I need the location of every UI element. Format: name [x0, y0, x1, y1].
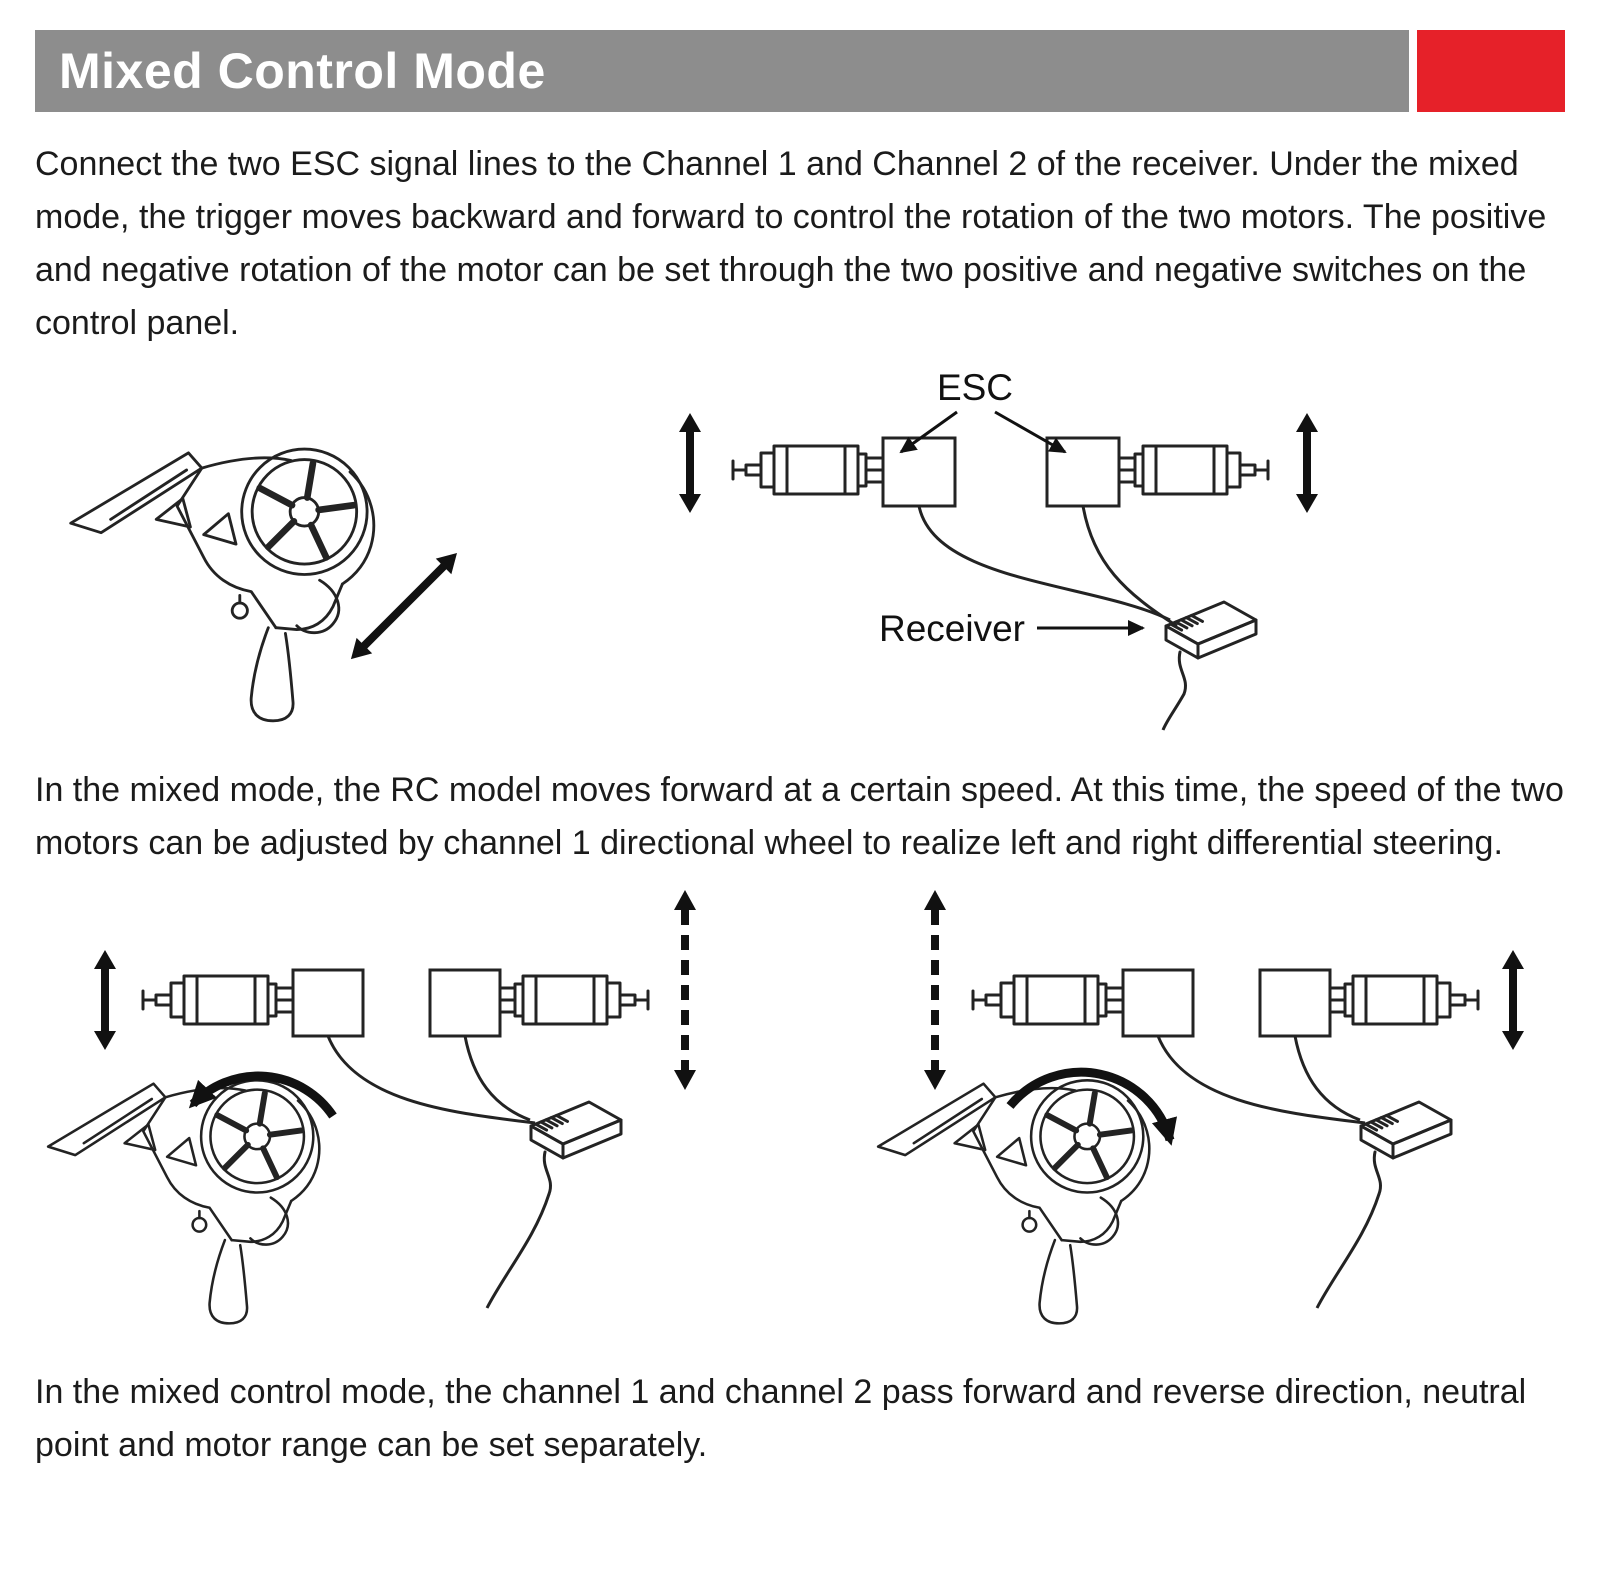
panel-steer-left — [48, 890, 696, 1323]
motor-icon — [515, 976, 648, 1024]
esc-receiver-wire — [1293, 1035, 1361, 1122]
motor-esc-wires — [1119, 456, 1135, 484]
motor-icon — [731, 444, 868, 496]
receiver-label: Receiver — [879, 608, 1025, 649]
esc-receiver-wire — [1156, 1035, 1366, 1125]
motor-icon — [141, 974, 278, 1026]
transmitter-icon — [71, 449, 374, 721]
esc-box-icon — [428, 968, 502, 1038]
motor-icon — [971, 974, 1108, 1026]
vertical-double-arrow-icon — [679, 413, 701, 513]
red-accent-block — [1417, 30, 1565, 112]
esc-box-icon — [291, 968, 365, 1038]
esc-receiver-wire — [1081, 505, 1178, 628]
paragraph-connect-esc: Connect the two ESC signal lines to the … — [35, 145, 1547, 343]
panel-steer-right — [878, 890, 1524, 1323]
receiver-antenna-wire — [485, 1193, 551, 1309]
motor-esc-wires — [1330, 986, 1345, 1014]
dashed-arrow-icon — [674, 890, 696, 1090]
motor-esc-wires — [276, 986, 293, 1014]
page-title: Mixed Control Mode — [59, 43, 546, 99]
receiver-icon — [1164, 600, 1258, 696]
receiver-antenna-wire — [1315, 1193, 1381, 1309]
paragraph-separate-settings: In the mixed control mode, the channel 1… — [35, 1373, 1527, 1465]
esc-box-icon — [881, 436, 957, 508]
vertical-double-arrow-icon — [1296, 413, 1318, 513]
solid-arrow-icon — [94, 950, 116, 1050]
transmitter-icon — [48, 1080, 319, 1323]
motor-icon — [1345, 976, 1478, 1024]
motor-esc-wires — [866, 456, 883, 484]
esc-receiver-wire — [463, 1035, 531, 1122]
curved-arrow-left-icon — [188, 1071, 337, 1119]
manual-page: Mixed Control Mode Connect the two ESC s… — [35, 30, 1565, 1465]
receiver-icon — [529, 1100, 623, 1196]
figure-mixed-wiring: ESC Receiver — [35, 367, 1565, 731]
receiver-icon — [1359, 1100, 1453, 1196]
solid-arrow-icon — [1502, 950, 1524, 1050]
esc-box-icon — [1121, 968, 1195, 1038]
motor-icon — [1135, 446, 1268, 494]
esc-receiver-wire — [917, 505, 1171, 622]
pointer-arrow-icon — [994, 410, 1067, 454]
motor-esc-wires — [500, 986, 515, 1014]
motor-esc-wires — [1106, 986, 1123, 1014]
esc-label: ESC — [937, 367, 1013, 408]
curved-arrow-right-icon — [1006, 1067, 1177, 1146]
paragraph-differential-steering: In the mixed mode, the RC model moves fo… — [35, 771, 1564, 863]
receiver-antenna-wire — [1161, 693, 1186, 731]
page-header: Mixed Control Mode — [35, 30, 1565, 112]
transmitter-icon — [878, 1080, 1149, 1323]
esc-box-icon — [1258, 968, 1332, 1038]
dashed-arrow-icon — [924, 890, 946, 1090]
figure-steering-panels — [35, 878, 1565, 1340]
pointer-arrow-icon — [899, 410, 958, 454]
section-title-bar: Mixed Control Mode — [35, 30, 1409, 112]
esc-receiver-wire — [326, 1035, 536, 1125]
